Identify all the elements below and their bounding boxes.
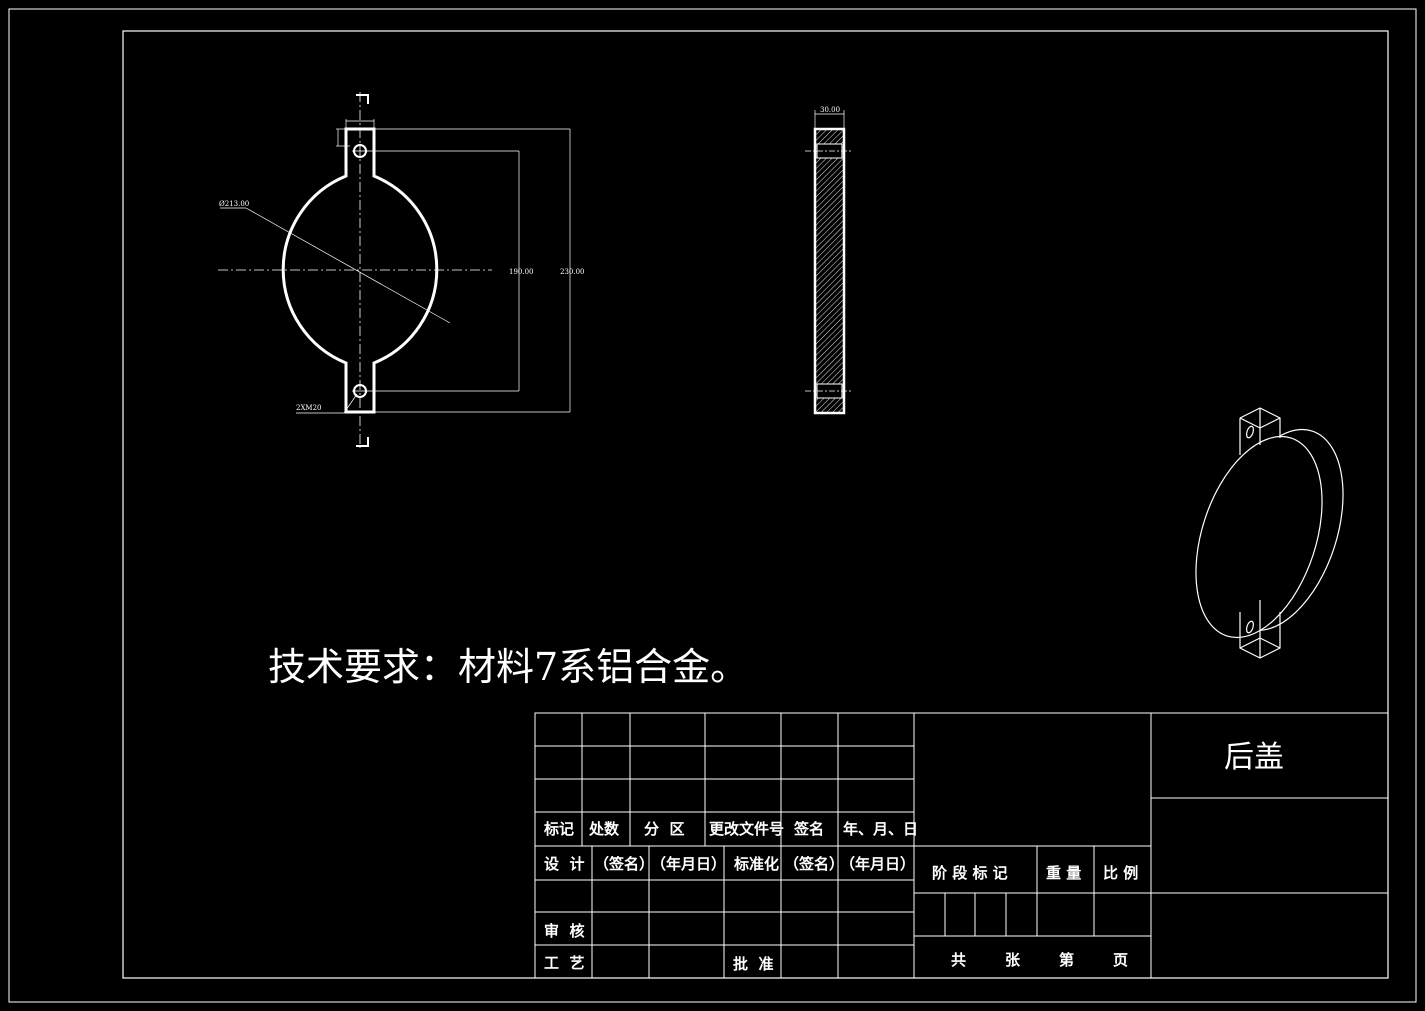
thickness-label: 30.00 <box>820 106 840 114</box>
section-mark-bottom <box>356 437 369 447</box>
svg-text:审 核: 审 核 <box>544 922 584 940</box>
svg-text:共: 共 <box>951 951 966 969</box>
svg-text:（签名）: （签名） <box>784 855 844 873</box>
svg-text:分 区: 分 区 <box>644 820 684 838</box>
svg-text:比 例: 比 例 <box>1103 864 1138 882</box>
svg-text:第: 第 <box>1059 951 1074 969</box>
diameter-label: Ø213.00 <box>219 200 249 208</box>
svg-text:（年月日）: （年月日） <box>840 855 915 873</box>
svg-text:阶 段 标 记: 阶 段 标 记 <box>932 864 1008 882</box>
svg-text:页: 页 <box>1113 951 1128 969</box>
iso-front-disc <box>1195 435 1323 639</box>
technical-requirements: 技术要求：材料7系铝合金。 <box>268 645 748 689</box>
svg-text:处数: 处数 <box>588 820 620 838</box>
svg-text:更改文件号: 更改文件号 <box>709 820 784 838</box>
iso-bottom-lug <box>1239 600 1281 659</box>
side-section-view: 30.00 <box>805 106 853 415</box>
isometric-view <box>1195 407 1344 659</box>
svg-text:签名: 签名 <box>793 820 824 838</box>
side-view-body <box>813 127 846 415</box>
svg-text:标记: 标记 <box>543 820 574 838</box>
part-name: 后盖 <box>1224 740 1284 775</box>
section-mark-top <box>356 94 369 104</box>
overall-height-label: 230.00 <box>560 268 585 276</box>
bolt-spacing-label: 190.00 <box>509 268 534 276</box>
svg-text:工 艺: 工 艺 <box>544 954 584 972</box>
iso-top-lug <box>1239 407 1281 455</box>
svg-text:（年月日）: （年月日） <box>651 855 726 873</box>
svg-text:批 准: 批 准 <box>733 955 773 973</box>
front-view: Ø213.00 190.00 230.00 2XM20 <box>218 92 585 448</box>
svg-text:重 量: 重 量 <box>1046 864 1081 882</box>
svg-text:（签名）: （签名） <box>594 855 654 873</box>
outer-border <box>8 8 1417 1003</box>
svg-text:年、月、日: 年、月、日 <box>843 820 918 838</box>
title-block-text: 标记 处数 分 区 更改文件号 签名 年、月、日 设 计 （签名） （年月日） … <box>543 740 1284 973</box>
svg-text:标准化: 标准化 <box>733 855 779 873</box>
svg-text:张: 张 <box>1005 951 1021 969</box>
title-block <box>534 712 1389 979</box>
svg-text:设 计: 设 计 <box>544 855 584 873</box>
holes-label: 2XM20 <box>296 404 322 412</box>
